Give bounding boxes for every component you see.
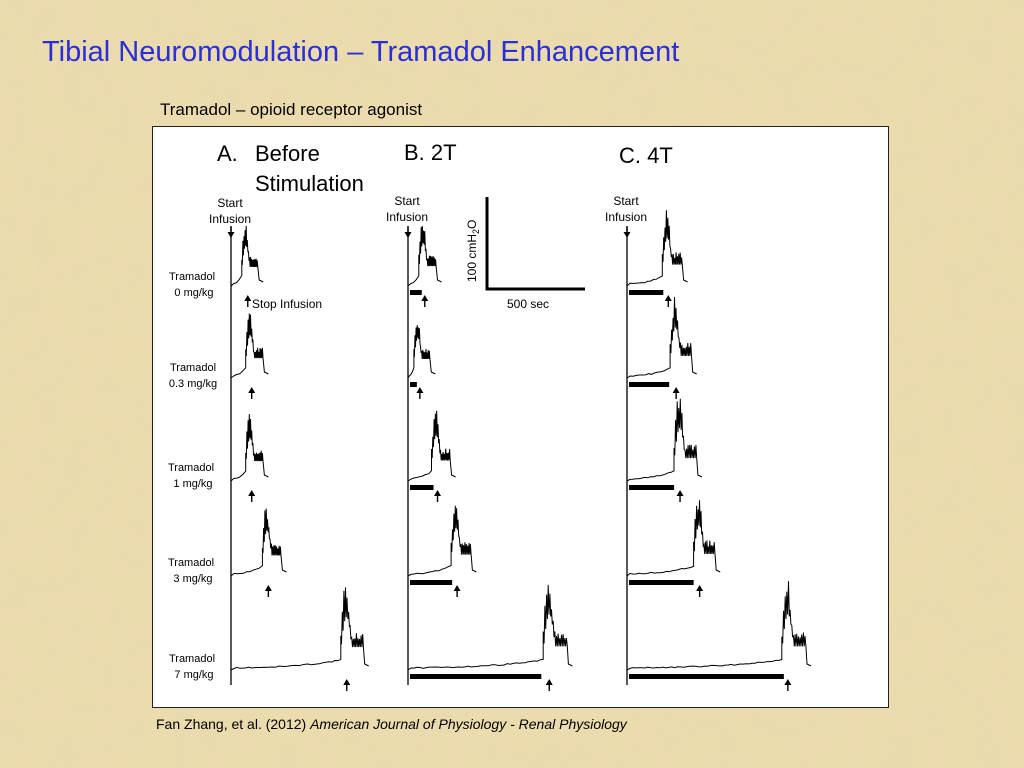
trace-c-row-0: [626, 210, 688, 287]
row-label-dose-2: 1 mg/kg: [173, 478, 212, 490]
trace-c-row-4: [626, 581, 812, 671]
panel-a-letter: A.: [217, 141, 238, 166]
stop-infusion-label: Stop Infusion: [252, 297, 322, 311]
stop-infusion-arrow-c-row-3-head: [696, 585, 704, 591]
stop-infusion-arrow-b-row-0-head: [421, 295, 429, 301]
trace-a-row-1: [230, 313, 269, 379]
row-label-drug-3: Tramadol: [168, 557, 214, 569]
row-label-dose-4: 7 mg/kg: [174, 669, 213, 681]
stop-infusion-arrow-a-row-3-head: [264, 585, 272, 591]
stim-bar-b-row-2: [410, 485, 434, 490]
row-label-dose-1: 0.3 mg/kg: [169, 378, 217, 390]
stop-infusion-arrow-b-row-2-head: [434, 490, 442, 496]
citation-authors: Fan Zhang, et al. (2012): [156, 716, 307, 732]
scale-bar-time-label: 500 sec: [507, 297, 549, 311]
start-infusion-a-line1: Start: [217, 196, 243, 210]
stim-bar-c-row-0: [629, 290, 664, 295]
stim-bar-c-row-1: [629, 382, 670, 387]
start-infusion-c-line1: Start: [613, 194, 639, 208]
trace-a-row-3: [230, 508, 287, 577]
start-infusion-b-line1: Start: [394, 194, 420, 208]
trace-c-row-1: [626, 296, 697, 379]
stop-infusion-arrow-c-row-0-head: [664, 295, 672, 301]
stop-infusion-arrow-a-row-4-head: [343, 679, 351, 685]
start-infusion-b-line2: Infusion: [386, 210, 428, 224]
stop-infusion-arrow-a-row-0-head: [244, 295, 252, 301]
trace-a-row-2: [230, 414, 269, 482]
stop-infusion-arrow-c-row-4-head: [784, 679, 792, 685]
trace-c-row-2: [626, 398, 703, 482]
scale-bar-pressure-label: 100 cmH2O: [465, 220, 481, 282]
slide-title: Tibial Neuromodulation – Tramadol Enhanc…: [42, 36, 680, 68]
panel-a-title-line2: Stimulation: [255, 171, 364, 196]
trace-c-row-3: [626, 500, 721, 577]
stim-bar-c-row-3: [629, 580, 694, 585]
row-label-drug-2: Tramadol: [168, 462, 214, 474]
stim-bar-b-row-4: [410, 674, 542, 679]
stop-infusion-arrow-c-row-1-head: [672, 387, 680, 393]
row-label-drug-0: Tramadol: [169, 271, 215, 283]
trace-a-row-4: [230, 587, 369, 671]
trace-b-row-4: [407, 584, 573, 671]
stop-infusion-arrow-b-row-4-head: [545, 679, 553, 685]
trace-a-row-0: [230, 225, 264, 287]
row-label-drug-4: Tramadol: [169, 653, 215, 665]
cystometrogram-figure: A. Before Stimulation B. 2T C. 4T Start …: [152, 126, 889, 708]
stop-infusion-arrow-a-row-1-head: [248, 387, 256, 393]
panel-c-title: C. 4T: [619, 143, 673, 168]
stop-infusion-arrow-b-row-1-head: [416, 387, 424, 393]
trace-b-row-0: [407, 226, 442, 287]
citation: Fan Zhang, et al. (2012) American Journa…: [156, 716, 627, 732]
stim-bar-b-row-1: [410, 382, 417, 387]
citation-journal: American Journal of Physiology - Renal P…: [310, 716, 627, 732]
trace-b-row-3: [407, 505, 477, 577]
row-label-dose-0: 0 mg/kg: [174, 287, 213, 299]
stim-bar-b-row-0: [410, 290, 422, 295]
trace-b-row-2: [407, 410, 456, 482]
stop-infusion-arrow-b-row-3-head: [453, 585, 461, 591]
slide-subtitle: Tramadol – opioid receptor agonist: [160, 100, 423, 119]
stim-bar-c-row-4: [629, 674, 784, 679]
row-label-drug-1: Tramadol: [170, 362, 216, 374]
stop-infusion-arrow-a-row-2-head: [248, 490, 256, 496]
start-infusion-a-line2: Infusion: [209, 212, 251, 226]
trace-b-row-1: [407, 325, 436, 379]
row-label-dose-3: 3 mg/kg: [173, 573, 212, 585]
panel-a-title-line1: Before: [255, 141, 320, 166]
scale-bar: [485, 197, 585, 291]
start-infusion-arrow-b-head: [404, 232, 412, 238]
stim-bar-b-row-3: [410, 580, 453, 585]
start-infusion-arrow-a-head: [227, 232, 235, 238]
start-infusion-c-line2: Infusion: [605, 210, 647, 224]
panel-b-title: B. 2T: [404, 140, 457, 165]
stim-bar-c-row-2: [629, 485, 675, 490]
cystometrogram-traces: A. Before Stimulation B. 2T C. 4T Start …: [168, 140, 812, 691]
start-infusion-arrow-c-head: [623, 232, 631, 238]
stop-infusion-arrow-c-row-2-head: [676, 490, 684, 496]
